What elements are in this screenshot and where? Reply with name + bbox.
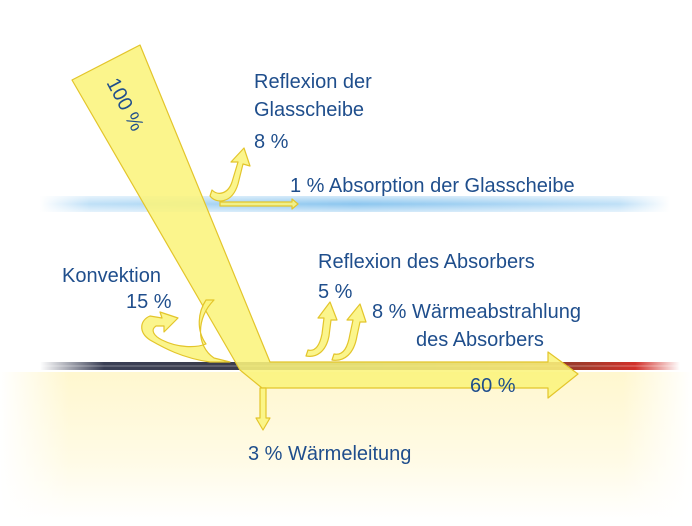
thermal-radiation-arrow	[331, 303, 367, 361]
convection-value: 15 %	[126, 291, 172, 313]
collector-interior-fade	[0, 372, 692, 521]
conduction-label: 3 % Wärmeleitung	[248, 443, 412, 465]
glass-pane-highlight	[40, 196, 670, 212]
incoming-beam	[71, 44, 579, 399]
thermal-radiation-line2: des Absorbers	[416, 329, 544, 351]
convection-arrow	[141, 299, 231, 363]
glass-reflection-title-line1: Reflexion der	[254, 71, 372, 93]
absorber-reflection-title: Reflexion des Absorbers	[318, 251, 535, 273]
thermal-radiation-line1: 8 % Wärmeabstrahlung	[372, 301, 581, 323]
glass-absorption-arrow	[219, 198, 299, 210]
glass-reflection-value: 8 %	[254, 131, 289, 153]
absorber-reflection-arrow	[305, 301, 338, 357]
glass-reflection-title-line2: Glasscheibe	[254, 99, 365, 121]
absorber-reflection-value: 5 %	[318, 281, 353, 303]
glass-reflection-arrow	[209, 147, 251, 202]
energy-band	[71, 44, 579, 431]
glass-absorption-label: 1 % Absorption der Glasscheibe	[290, 175, 575, 197]
conduction-arrow	[255, 387, 271, 431]
useful-heat-label: 60 %	[470, 375, 516, 397]
convection-title: Konvektion	[62, 265, 161, 287]
